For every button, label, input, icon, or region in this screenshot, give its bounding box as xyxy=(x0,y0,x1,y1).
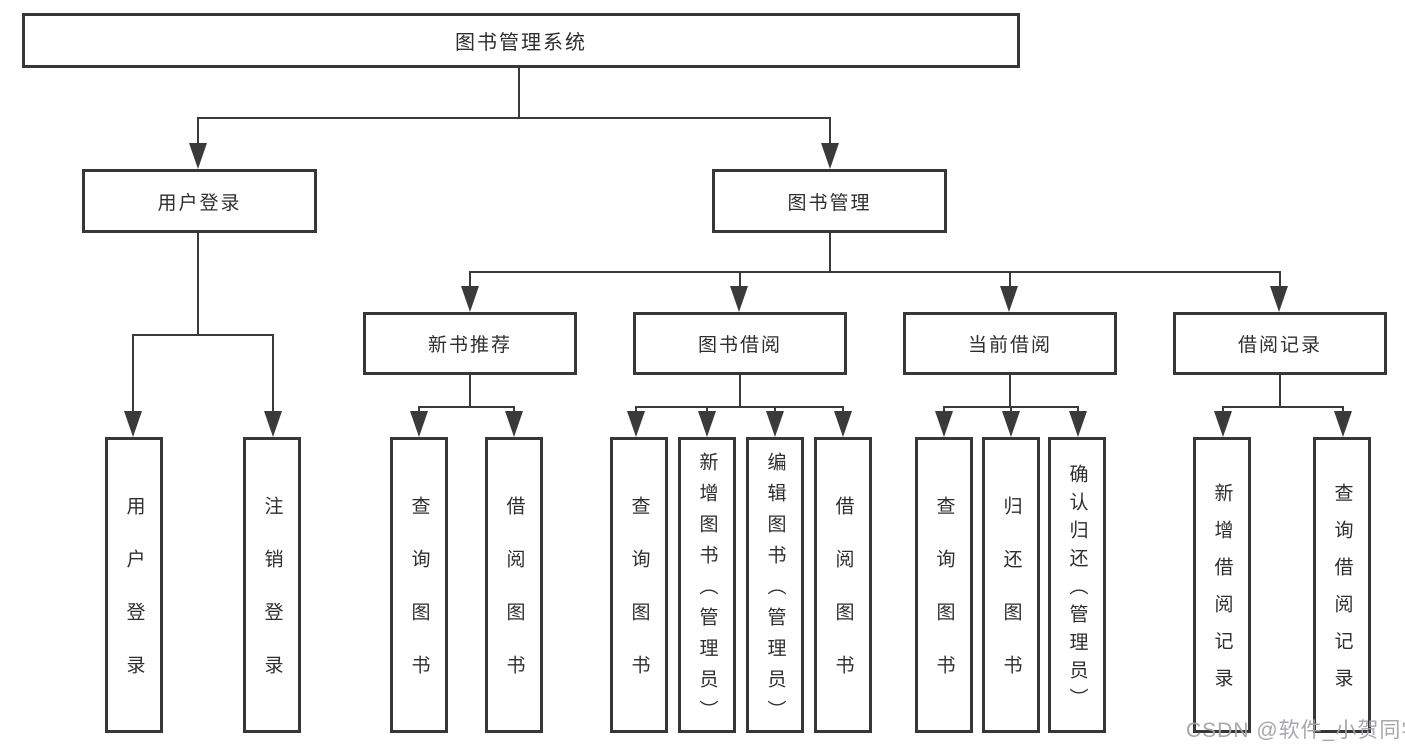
node-label: 新书推荐 xyxy=(427,335,512,356)
node-label: 查询图书 xyxy=(628,496,650,708)
arrowhead-icon xyxy=(410,411,428,437)
connector-line xyxy=(635,406,844,408)
connector-line xyxy=(943,406,945,415)
node-library-system: 图书管理系统 xyxy=(22,13,1020,68)
arrowhead-icon xyxy=(730,286,748,312)
node-label: 图书管理 xyxy=(787,192,872,214)
arrowhead-icon xyxy=(1069,411,1087,437)
connector-line xyxy=(1279,375,1281,406)
leaf-query-borrow-record: 查询借阅记录 xyxy=(1313,437,1371,733)
node-label: 新增图书（管理员） xyxy=(696,451,718,731)
leaf-return-books: 归还图书 xyxy=(982,437,1040,733)
connector-line xyxy=(706,406,708,415)
node-label: 借阅记录 xyxy=(1237,335,1322,356)
connector-line xyxy=(1009,375,1011,406)
connector-line xyxy=(197,117,831,119)
node-label: 用户登录 xyxy=(123,496,145,708)
node-label: 编辑图书（管理员） xyxy=(764,451,786,731)
connector-line xyxy=(197,117,199,145)
arrowhead-icon xyxy=(766,411,784,437)
node-new-book-recommend: 新书推荐 xyxy=(363,312,577,375)
connector-line xyxy=(829,117,831,145)
node-label: 确认归还（管理员） xyxy=(1066,463,1088,716)
arrowhead-icon xyxy=(1000,286,1018,312)
node-label: 查询借阅记录 xyxy=(1331,483,1353,705)
arrowhead-icon xyxy=(698,411,716,437)
connector-line xyxy=(635,406,637,415)
leaf-query-books-current: 查询图书 xyxy=(915,437,973,733)
connector-line xyxy=(739,271,741,289)
node-user-login: 用户登录 xyxy=(82,169,317,233)
connector-line xyxy=(1279,271,1281,289)
node-book-management: 图书管理 xyxy=(712,169,947,233)
arrowhead-icon xyxy=(189,143,207,169)
arrowhead-icon xyxy=(627,411,645,437)
node-label: 注销登录 xyxy=(261,496,283,708)
node-label: 用户登录 xyxy=(157,192,242,214)
arrowhead-icon xyxy=(1334,411,1352,437)
node-label: 当前借阅 xyxy=(967,335,1052,356)
arrowhead-icon xyxy=(505,411,523,437)
connector-line xyxy=(774,406,776,415)
arrowhead-icon xyxy=(834,411,852,437)
arrowhead-icon xyxy=(124,411,142,437)
leaf-logout: 注销登录 xyxy=(243,437,301,733)
arrowhead-icon xyxy=(1214,411,1232,437)
node-label: 新增借阅记录 xyxy=(1211,483,1233,705)
leaf-add-books-admin: 新增图书（管理员） xyxy=(678,437,736,733)
connector-line xyxy=(1077,406,1079,415)
node-label: 查询图书 xyxy=(933,496,955,708)
connector-line xyxy=(418,406,515,408)
arrowhead-icon xyxy=(264,411,282,437)
node-borrowing-records: 借阅记录 xyxy=(1173,312,1387,375)
node-book-borrowing: 图书借阅 xyxy=(633,312,847,375)
connector-line xyxy=(739,375,741,406)
arrowhead-icon xyxy=(1270,286,1288,312)
leaf-confirm-return-admin: 确认归还（管理员） xyxy=(1048,437,1106,733)
connector-line xyxy=(132,334,274,336)
connector-line xyxy=(842,406,844,415)
node-label: 图书借阅 xyxy=(697,335,782,356)
connector-line xyxy=(1342,406,1344,415)
connector-line xyxy=(1222,406,1344,408)
node-label: 借阅图书 xyxy=(503,496,525,708)
arrowhead-icon xyxy=(461,286,479,312)
connector-line xyxy=(518,68,520,117)
connector-line xyxy=(829,233,831,271)
leaf-borrow-books-recommend: 借阅图书 xyxy=(485,437,543,733)
leaf-user-login: 用户登录 xyxy=(105,437,163,733)
arrowhead-icon xyxy=(935,411,953,437)
connector-line xyxy=(418,406,420,415)
node-label: 图书管理系统 xyxy=(455,32,587,54)
node-current-borrowing: 当前借阅 xyxy=(903,312,1117,375)
connector-line xyxy=(469,375,471,407)
connector-line xyxy=(470,271,1281,273)
leaf-edit-books-admin: 编辑图书（管理员） xyxy=(746,437,804,733)
leaf-query-books-recommend: 查询图书 xyxy=(390,437,448,733)
connector-line xyxy=(132,334,134,415)
watermark-text: CSDN @软件_小贺同学 xyxy=(1186,719,1405,742)
node-label: 借阅图书 xyxy=(832,496,854,708)
connector-line xyxy=(1009,271,1011,289)
leaf-borrow-books: 借阅图书 xyxy=(814,437,872,733)
leaf-add-borrow-record: 新增借阅记录 xyxy=(1193,437,1251,733)
node-label: 归还图书 xyxy=(1000,496,1022,708)
arrowhead-icon xyxy=(1002,411,1020,437)
arrowhead-icon xyxy=(821,143,839,169)
connector-line xyxy=(513,406,515,415)
connector-line xyxy=(197,233,199,334)
connector-line xyxy=(1010,406,1012,415)
connector-line xyxy=(272,334,274,415)
node-label: 查询图书 xyxy=(408,496,430,708)
leaf-query-books-borrow: 查询图书 xyxy=(610,437,668,733)
connector-line xyxy=(1222,406,1224,415)
connector-line xyxy=(469,271,471,289)
